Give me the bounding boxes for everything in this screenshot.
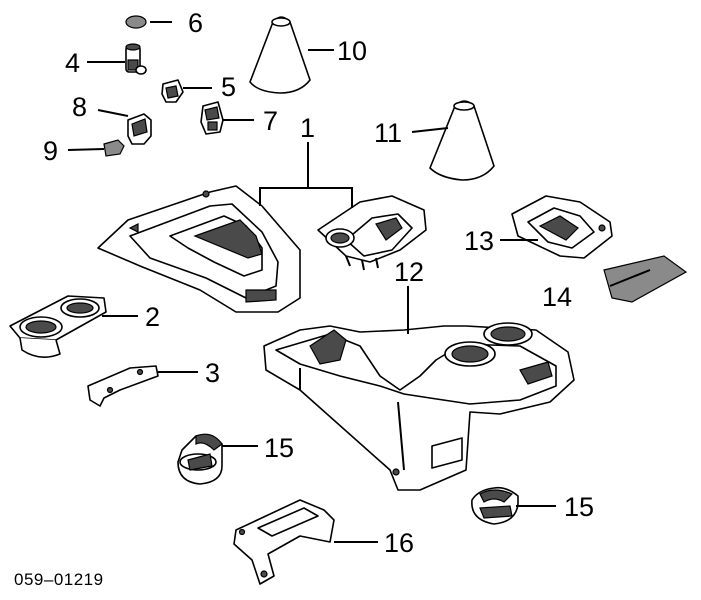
part-4-socket [125, 43, 147, 75]
callout-14: 14 [542, 282, 572, 312]
callout-5: 5 [221, 72, 236, 102]
diagram-code: 059–01219 [14, 570, 104, 589]
leader-lines [67, 21, 651, 543]
leader-14 [609, 269, 651, 287]
leader-1b [308, 187, 353, 208]
part-2-cup-holder [9, 295, 107, 358]
part-14-mat [603, 255, 688, 303]
part-1-console-trim-left [97, 185, 301, 313]
callout-6: 6 [188, 8, 203, 38]
callout-2: 2 [145, 302, 160, 332]
callout-4: 4 [65, 48, 80, 78]
part-13-tray [511, 195, 613, 259]
part-11-shift-boot [429, 100, 495, 181]
callout-10: 10 [337, 36, 367, 66]
part-12-console-body [263, 322, 575, 491]
part-6-cap [125, 15, 147, 29]
leader-9 [67, 148, 105, 151]
callout-13: 13 [464, 226, 494, 256]
part-10-shift-boot [249, 16, 311, 94]
part-5-clip [161, 79, 184, 103]
part-8-connector [127, 113, 152, 145]
callout-1: 1 [300, 113, 315, 143]
callout-12: 12 [394, 257, 424, 287]
callout-3: 3 [205, 358, 220, 388]
part-3-bracket [87, 365, 159, 407]
callout-8: 8 [72, 92, 87, 122]
leader-1a [259, 142, 309, 206]
part-9-block [103, 139, 125, 157]
part-1-shifter-bezel [317, 195, 427, 271]
callout-15-left: 15 [264, 433, 294, 463]
leader-8 [97, 109, 129, 117]
callout-11: 11 [374, 118, 402, 148]
part-7-switch [200, 101, 224, 135]
leader-11 [411, 127, 449, 133]
callout-9: 9 [43, 136, 58, 166]
part-16-lower-bracket [233, 499, 335, 585]
callout-7: 7 [263, 106, 278, 136]
callout-15-right: 15 [564, 492, 594, 522]
part-15-cup-insert-left [177, 433, 223, 485]
callout-16: 16 [384, 528, 414, 558]
part-15-cup-insert-right [471, 486, 519, 525]
